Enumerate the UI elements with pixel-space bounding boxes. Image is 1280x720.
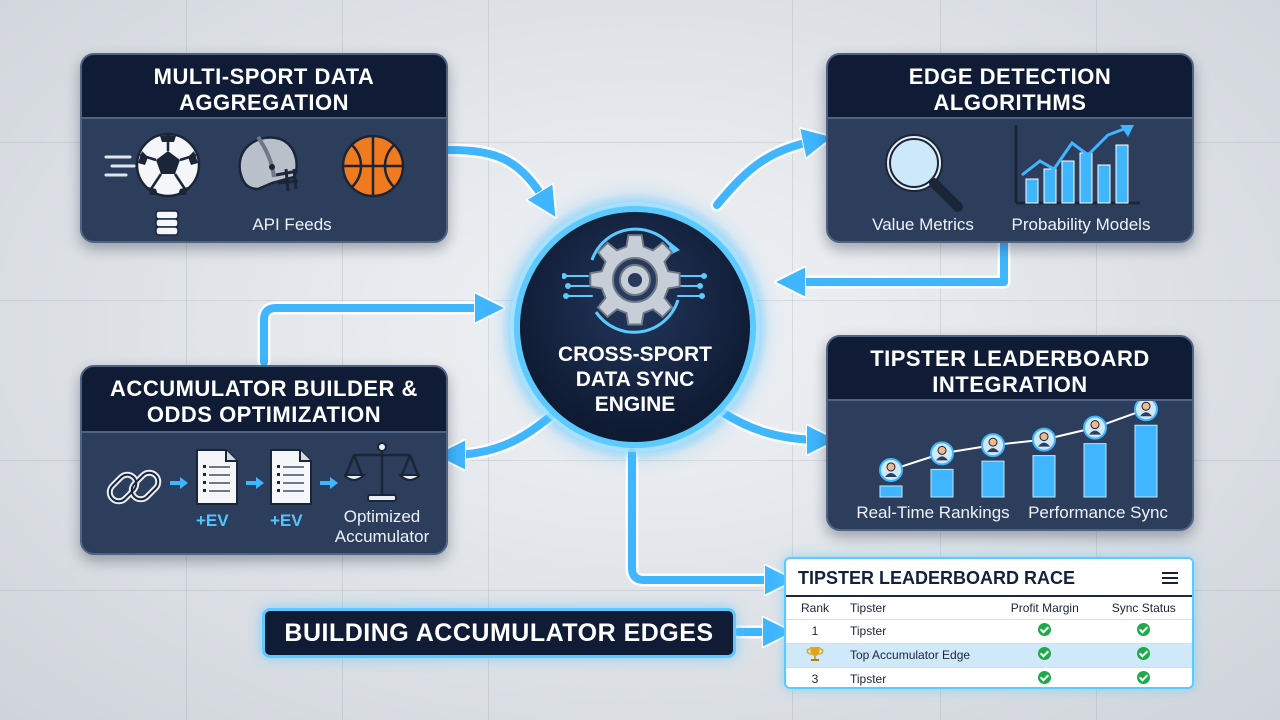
- tipster-avatar-icon: [1134, 401, 1158, 422]
- tipster-cell: Top Accumulator Edge: [844, 642, 994, 667]
- rank-cell: [786, 642, 844, 667]
- panel-edge-detection: EDGE DETECTION ALGORITHMS Value Metrics …: [826, 53, 1194, 243]
- optimized-accumulator-label: Optimized Accumulator: [334, 507, 430, 546]
- check-icon: [1038, 647, 1052, 660]
- rank-cell: 3: [786, 666, 844, 687]
- grid-line: [0, 590, 1280, 591]
- value-metrics-label: Value Metrics: [872, 215, 974, 234]
- column-header: Rank: [800, 600, 829, 615]
- basketball-icon: [340, 133, 406, 204]
- ranking-bar: [1083, 443, 1107, 498]
- column-header: Profit Margin: [1010, 600, 1079, 615]
- engine-title: CROSS-SPORT DATA SYNC ENGINE: [557, 343, 712, 416]
- rank-cell: 1: [786, 618, 844, 643]
- ranking-bar: [1134, 424, 1158, 498]
- grid-line: [186, 0, 187, 720]
- chain-link-icon: [104, 457, 164, 522]
- leaderboard-header: TIPSTER LEADERBOARD RACE: [786, 559, 1192, 597]
- tipster-avatar-icon: [1083, 415, 1107, 440]
- check-icon: [1137, 671, 1151, 685]
- ranking-chart: [879, 401, 1158, 498]
- ev-label: +EV: [270, 511, 303, 530]
- arrow-aggregation-to-engine: [444, 146, 548, 205]
- panel-title: ACCUMULATOR BUILDER & ODDS OPTIMIZATION: [82, 367, 446, 433]
- hamburger-menu-icon[interactable]: [1162, 572, 1178, 584]
- panel-title: MULTI-SPORT DATA AGGREGATION: [82, 55, 446, 119]
- check-icon: [1137, 623, 1151, 636]
- document-icon: [268, 447, 314, 512]
- panel-title: EDGE DETECTION ALGORITHMS: [828, 55, 1192, 119]
- grid-line: [0, 142, 1280, 143]
- tipster-avatar-icon: [879, 457, 903, 482]
- table-row[interactable]: 3 Tipster: [786, 666, 1192, 687]
- leaderboard-title: TIPSTER LEADERBOARD RACE: [798, 568, 1076, 588]
- ranking-trend-line: [890, 408, 1147, 471]
- bar-chart-trend-icon: [1010, 123, 1142, 212]
- panel-data-aggregation: MULTI-SPORT DATA AGGREGATION API Feeds: [80, 53, 448, 243]
- ranking-bar: [879, 485, 903, 498]
- ranking-bar: [1032, 455, 1056, 498]
- arrow-engine-to-leaderboard: [628, 448, 780, 580]
- performance-sync-label: Performance Sync: [1028, 503, 1168, 522]
- arrow-accumulator-to-engine: [260, 308, 490, 366]
- table-row-highlighted[interactable]: Top Accumulator Edge: [786, 642, 1192, 667]
- database-icon: [154, 207, 180, 241]
- api-feeds-label: API Feeds: [252, 215, 332, 234]
- soccer-ball-icon: [134, 131, 202, 204]
- tipster-cell: Tipster: [844, 618, 994, 643]
- ranking-bar: [930, 468, 954, 498]
- football-helmet-icon: [232, 131, 302, 202]
- probability-models-label: Probability Models: [1011, 215, 1151, 234]
- motion-lines-icon: [104, 151, 138, 186]
- scale-icon: [341, 441, 423, 508]
- tipster-avatar-icon: [930, 441, 954, 466]
- table-header-row: Rank Tipster Profit Margin Sync Status: [786, 597, 1192, 619]
- trophy-icon: [806, 646, 824, 661]
- sync-engine-hub: [514, 206, 756, 448]
- document-icon: [194, 447, 240, 512]
- arrow-right-icon: [318, 475, 340, 496]
- table-row[interactable]: 1 Tipster: [786, 618, 1192, 643]
- check-icon: [1038, 671, 1052, 685]
- panel-tipster-integration: TIPSTER LEADERBOARD INTEGRATION Real-Tim…: [826, 335, 1194, 531]
- column-header: Sync Status: [1111, 600, 1176, 615]
- panel-accumulator-builder: ACCUMULATOR BUILDER & ODDS OPTIMIZATION …: [80, 365, 448, 555]
- tipster-cell: Tipster: [844, 666, 994, 687]
- gear-icon: [561, 220, 708, 343]
- tipster-avatar-icon: [1032, 427, 1056, 452]
- arrow-engine-to-tipster: [718, 408, 822, 440]
- grid-line: [792, 0, 793, 720]
- tipster-avatar-icon: [981, 433, 1005, 458]
- arrow-engine-to-edge: [713, 140, 818, 209]
- magnifier-icon: [880, 129, 966, 218]
- panel-title: TIPSTER LEADERBOARD INTEGRATION: [828, 337, 1192, 401]
- arrow-edge-to-engine: [790, 236, 1008, 282]
- accumulator-edges-banner: BUILDING ACCUMULATOR EDGES: [262, 608, 736, 658]
- check-icon: [1038, 623, 1052, 636]
- check-icon: [1137, 647, 1151, 660]
- real-time-rankings-label: Real-Time Rankings: [856, 503, 1010, 522]
- ev-label: +EV: [196, 511, 229, 530]
- column-header: Tipster: [850, 600, 887, 615]
- arrow-right-icon: [244, 475, 266, 496]
- ranking-bar: [981, 460, 1005, 498]
- leaderboard-table-card: TIPSTER LEADERBOARD RACE Rank Tipster Pr…: [784, 557, 1194, 689]
- leaderboard-table: Rank Tipster Profit Margin Sync Status 1…: [786, 597, 1192, 687]
- arrow-right-icon: [168, 475, 190, 496]
